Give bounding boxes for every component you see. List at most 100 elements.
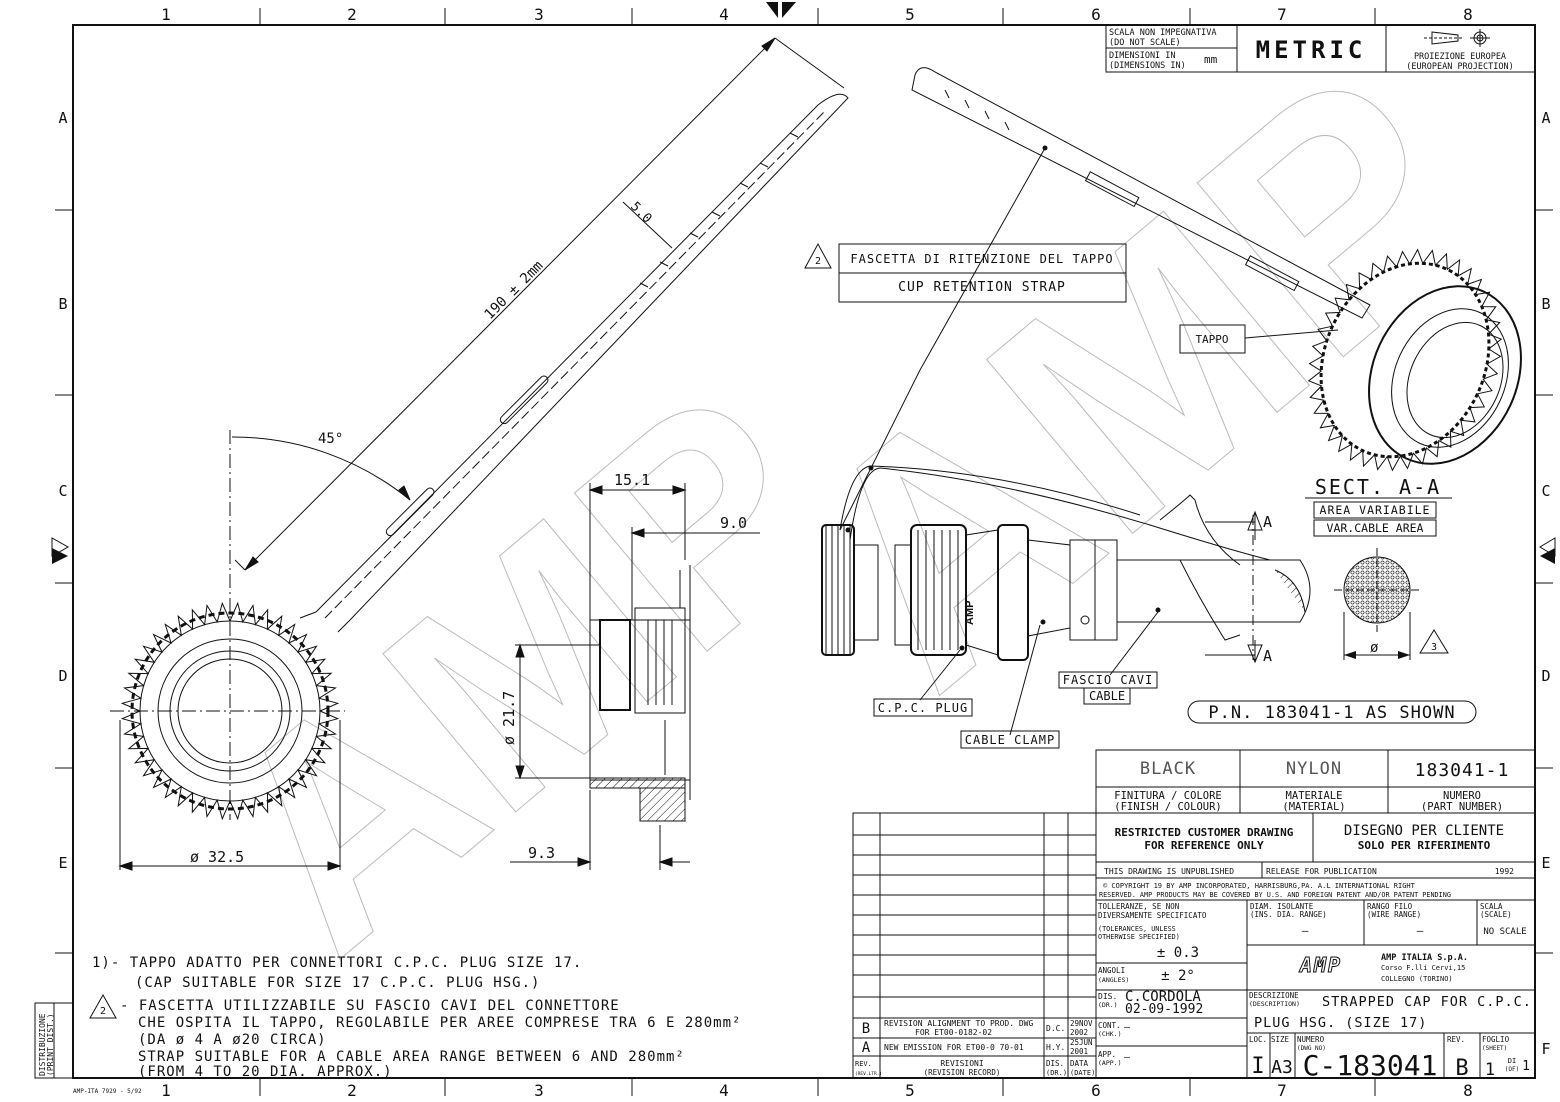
cable-clamp-callout: CABLE CLAMP (960, 730, 1060, 749)
projection-symbol (1424, 29, 1490, 47)
strap-dimensions (118, 37, 845, 871)
strap-label-it: FASCETTA DI RITENZIONE DEL TAPPO (850, 252, 1113, 266)
revision-year: 2002 (1070, 1028, 1088, 1037)
loc-value: I (1251, 1054, 1264, 1079)
col-label-bottom: 8 (1463, 1081, 1473, 1100)
rev-header-by-en: (DR.) (1046, 1069, 1067, 1077)
col-label-bottom: 2 (347, 1081, 357, 1100)
drawn-by-label: DIS. (1098, 992, 1117, 1001)
wire-range-label-en: (WIRE RANGE) (1367, 910, 1421, 919)
metric-label: METRIC (1256, 36, 1367, 64)
pn-label-en: (PART NUMBER) (1421, 801, 1503, 813)
strap-angle-dimension: 45° (318, 431, 343, 447)
description-line-1: STRAPPED CAP FOR C.P.C. (1322, 994, 1532, 1010)
linear-tolerance: ± 0.3 (1157, 945, 1199, 961)
finish-value: BLACK (1140, 759, 1196, 779)
frame-ticks (55, 8, 1553, 1096)
iso-leaders (839, 147, 1339, 736)
disegno-line-2: SOLO PER RIFERIMENTO (1358, 839, 1491, 852)
copyright-line-1: © COPYRIGHT 19 BY AMP INCORPORATED, HARR… (1103, 882, 1416, 890)
scale-label-en: (SCALE) (1480, 910, 1512, 919)
note-1-it: 1)- TAPPO ADATTO PER CONNETTORI C.P.C. P… (92, 955, 582, 971)
section-marker-bottom: A (1263, 647, 1272, 665)
side-view: 15.1 9.0 ø 21.7 9.3 (500, 471, 760, 870)
section-aa: SECT. A-A AREA VARIABILE VAR.CABLE AREA … (1305, 475, 1452, 660)
projection-note-it: PROIEZIONE EUROPEA (1414, 52, 1506, 62)
title-block-text: BLACK NYLON 183041-1 FINITURA / COLORE (… (1098, 759, 1532, 1082)
description-line-2: PLUG HSG. (SIZE 17) (1254, 1015, 1427, 1031)
unpublished-note: THIS DRAWING IS UNPUBLISHED (1104, 867, 1234, 876)
scale-note-it: SCALA NON IMPEGNATIVA (1109, 28, 1216, 38)
col-label-top: 8 (1463, 5, 1473, 24)
centering-marks (51, 2, 1556, 564)
revision-letter: B (862, 1021, 870, 1037)
projection-note-en: (EUROPEAN PROJECTION) (1406, 62, 1513, 72)
cpc-plug-callout: C.P.C. PLUG (873, 698, 973, 717)
tolerance-label-en-1: (TOLERANCES, UNLESS (1098, 925, 1176, 933)
scale-value: NO SCALE (1483, 927, 1526, 937)
iso-plug-assembly (821, 465, 1311, 661)
sheet-label: FOGLIO (1482, 1035, 1510, 1044)
title-block-lines (1095, 749, 1536, 1079)
strap-length-dimension: 190 ± 2mm (482, 258, 547, 323)
watermark-text-right: AMP (741, 0, 1540, 754)
material-label-en: (MATERIAL) (1282, 801, 1345, 813)
note-2-en-1: STRAP SUITABLE FOR A CABLE AREA RANGE BE… (138, 1049, 685, 1065)
rev-header-date-en: (DATE) (1070, 1069, 1095, 1077)
pn-shown-label: P.N. 183041-1 AS SHOWN (1208, 703, 1455, 723)
col-label-top: 3 (534, 5, 544, 24)
distribution-label-en: (PRINT DIST.) (46, 1013, 55, 1076)
row-label-left: B (58, 295, 67, 313)
loc-label: LOC. (1249, 1035, 1267, 1044)
side-diameter-dimension: ø 21.7 (500, 691, 518, 745)
material-label-it: MATERIALE (1286, 790, 1343, 802)
distribution-label-it: DISTRIBUZIONE (38, 1013, 47, 1076)
revision-date: 29NOV (1070, 1019, 1093, 1028)
checked-label: CONT. (1098, 1021, 1121, 1030)
revision-date: 25JUN (1070, 1038, 1093, 1047)
side-depth-dimension: 9.3 (528, 844, 555, 862)
col-label-top: 5 (905, 5, 915, 24)
col-label-top: 2 (347, 5, 357, 24)
dwg-number-label: NUMERO (1297, 1035, 1325, 1044)
cap-label: TAPPO (1195, 333, 1228, 346)
approved-value: — (1124, 1052, 1131, 1063)
rev-header-rev-en: (REV.LTR.) (855, 1071, 882, 1077)
notes: 1)- TAPPO ADATTO PER CONNETTORI C.P.C. P… (89, 955, 740, 1080)
cable-callout: FASCIO CAVI CABLE (1058, 671, 1158, 705)
plug-amp-logo: AMP (964, 601, 976, 625)
row-labels: A B C D E A B C D E F (58, 109, 1550, 1058)
iso-leader-dots (845, 145, 1161, 651)
strap-body (299, 93, 849, 633)
angles-label-it: ANGOLI (1098, 966, 1125, 975)
side-width-dimension: 15.1 (614, 471, 650, 489)
company-name: AMP ITALIA S.p.A. (1381, 953, 1468, 963)
scale-note-en: (DO NOT SCALE) (1109, 38, 1181, 48)
iso-gear (1307, 248, 1522, 472)
tolerance-label-it-2: DIVERSAMENTE SPECIFICATO (1098, 911, 1207, 920)
drawn-by-value: C.CORDOLA (1125, 989, 1201, 1005)
col-label-bottom: 7 (1277, 1081, 1287, 1100)
cable-clamp-label: CABLE CLAMP (965, 733, 1055, 747)
pn-label-it: NUMERO (1443, 790, 1481, 802)
revision-year: 2001 (1070, 1047, 1088, 1056)
row-label-right: B (1541, 295, 1550, 313)
footer-code: AMP-ITA 7929 - 5/92 (73, 1088, 142, 1095)
row-label-right: D (1541, 667, 1550, 685)
strap-label-en: CUP RETENTION STRAP (898, 280, 1066, 295)
rev-header-desc-en: (REVISION RECORD) (924, 1068, 1001, 1077)
col-label-bottom: 3 (534, 1081, 544, 1100)
row-label-right: C (1541, 482, 1550, 500)
drawn-date-value: 02-09-1992 (1125, 1002, 1203, 1017)
section-diameter-symbol: ø (1370, 640, 1379, 656)
gear-diameter-dimension: ø 32.5 (190, 848, 244, 866)
description-label: DESCRIZIONE (1249, 991, 1299, 1000)
sheet-total-value: 1 (1522, 1059, 1530, 1074)
strap-width-dimension: 5.0 (627, 199, 654, 226)
fascio-cavi-label: FASCIO CAVI (1063, 673, 1153, 687)
section-title: SECT. A-A (1315, 475, 1441, 499)
watermark-text-left: AMP (159, 327, 886, 1013)
sheet-label-en: (SHEET) (1482, 1045, 1507, 1052)
rev-header-rev: REV. (855, 1060, 872, 1068)
release-note: RELEASE FOR PUBLICATION (1266, 867, 1377, 876)
